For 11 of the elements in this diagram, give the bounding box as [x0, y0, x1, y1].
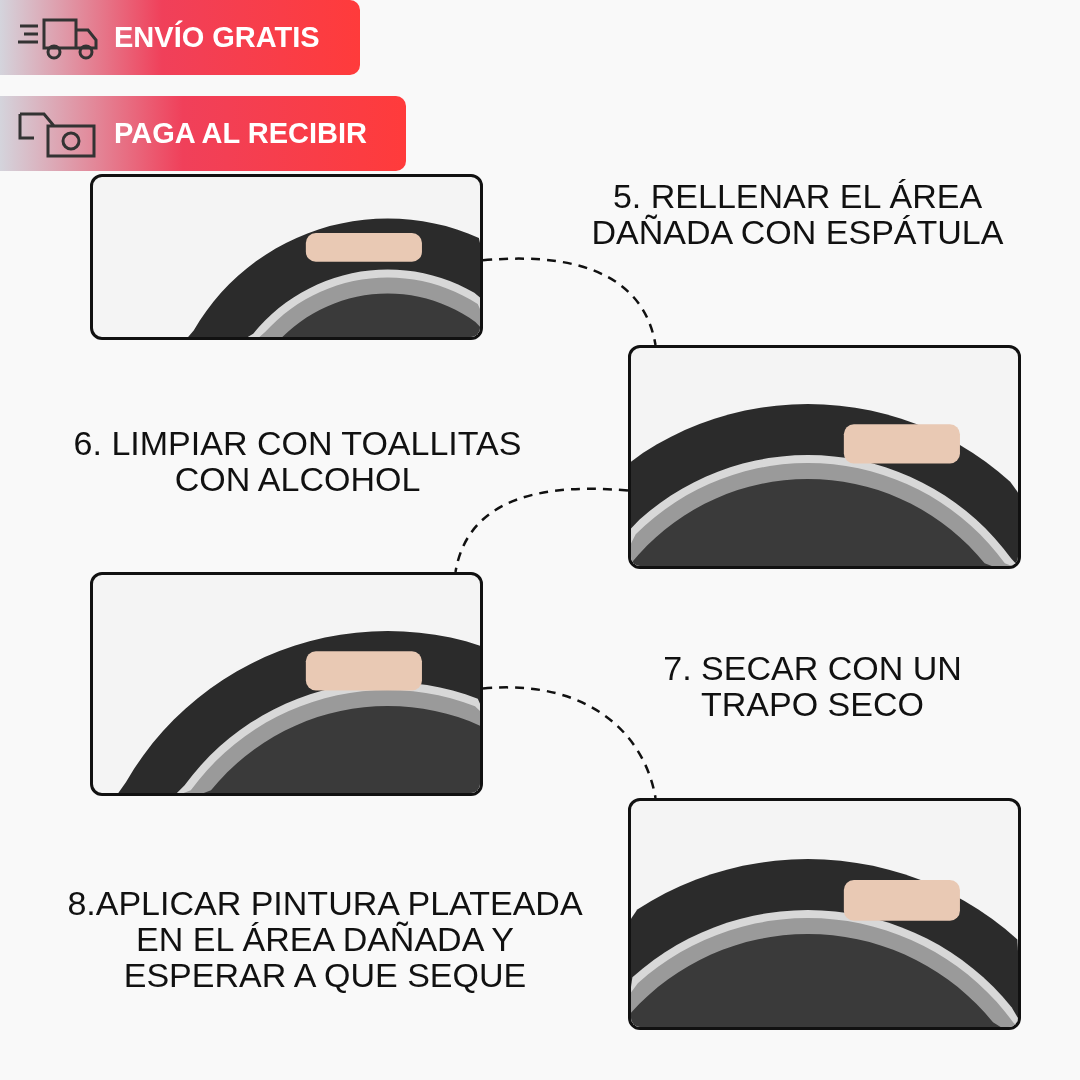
- badge-text: PAGA AL RECIBIR: [114, 117, 367, 150]
- step-caption: 6. LIMPIAR CON TOALLITAS CON ALCOHOL: [72, 425, 523, 497]
- connector-line: [454, 487, 629, 573]
- connector-line: [482, 686, 657, 799]
- step-caption: 5. RELLENAR EL ÁREA DAÑADA CON ESPÁTULA: [590, 178, 1005, 250]
- badge-text: ENVÍO GRATIS: [114, 21, 320, 54]
- promo-badge: [0, 0, 360, 75]
- promo-badge: [0, 96, 406, 171]
- step-caption: 8.APLICAR PINTURA PLATEADA EN EL ÁREA DAÑADA Y ESPERAR A QUE SEQUE: [66, 885, 584, 993]
- connector-line: [482, 257, 657, 346]
- step-caption: 7. SECAR CON UN TRAPO SECO: [662, 650, 963, 722]
